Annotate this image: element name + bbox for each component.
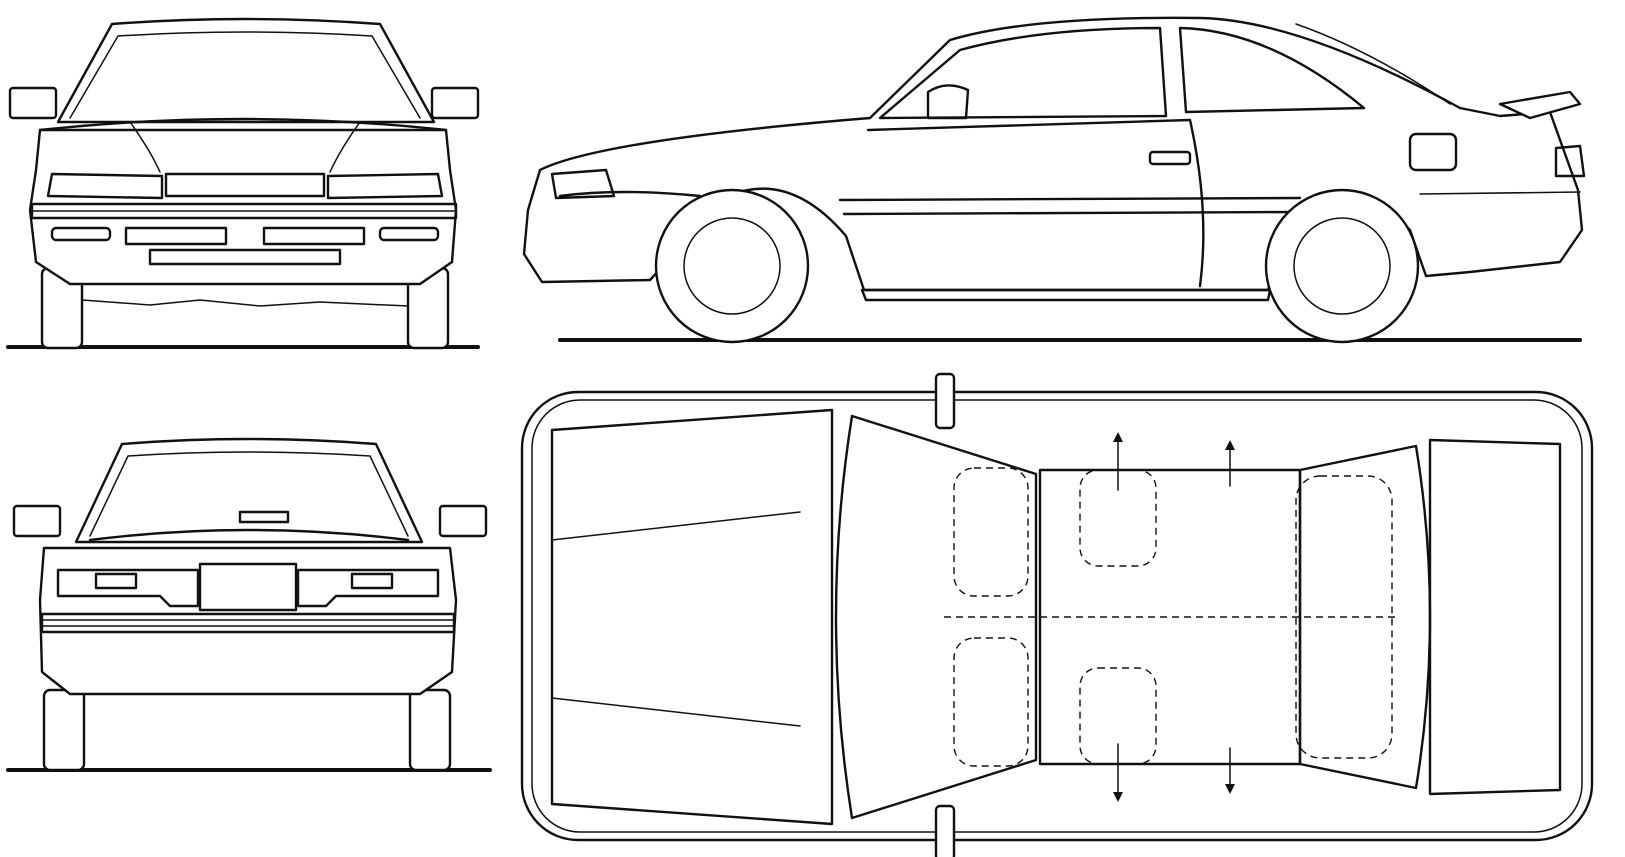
rear-right-wheel (408, 688, 452, 772)
side-body-stripe-1 (838, 196, 1302, 202)
front-lower-intake (148, 248, 342, 266)
rear-view (6, 437, 492, 772)
top-front-left-seat (953, 467, 1029, 597)
side-front-rim (683, 217, 781, 315)
top-view (520, 372, 1594, 857)
top-bonnet-creases (551, 511, 801, 727)
rear-left-light-lens (94, 572, 138, 590)
rear-left-tail-light (56, 568, 200, 608)
front-left-headlight (46, 172, 164, 200)
top-body-inner (531, 399, 1583, 833)
rear-spoiler-brake-light (238, 510, 290, 524)
rear-right-mirror (438, 504, 488, 538)
front-grille (164, 172, 326, 198)
side-sill (860, 288, 1272, 302)
side-fuel-flap (1408, 132, 1458, 172)
rear-left-wheel (42, 688, 86, 772)
side-view (522, 16, 1586, 344)
top-seat-back-right (1079, 667, 1157, 765)
top-front-right-seat (953, 637, 1029, 767)
side-c-pillar-line (1295, 23, 1451, 105)
side-rear-window (1178, 26, 1366, 114)
top-arrow-head-1 (1113, 432, 1123, 442)
top-body-outline (520, 390, 1594, 842)
side-front-window (878, 26, 1168, 120)
front-hood-creases (129, 121, 361, 173)
front-windshield (56, 17, 436, 124)
front-hood-edge (38, 117, 448, 132)
side-rear-stripe (1419, 191, 1581, 195)
side-rear-tire (1264, 188, 1420, 344)
top-arrow-head-3 (1113, 792, 1123, 802)
top-left-mirror (934, 372, 956, 430)
front-left-fog-light (50, 226, 112, 242)
rear-window-inner (89, 451, 409, 537)
top-arrow-head-2 (1225, 440, 1235, 450)
rear-deck-edge (88, 528, 410, 542)
side-tail-light (1554, 144, 1586, 178)
top-rear-bench (1295, 475, 1393, 759)
rear-right-tail-light (296, 568, 440, 608)
side-rear-spoiler (1498, 90, 1582, 120)
front-right-headlight (326, 172, 444, 200)
top-trunk (1428, 438, 1562, 796)
side-mirror (926, 84, 970, 120)
front-right-mirror (430, 86, 480, 120)
front-view (6, 17, 480, 350)
top-right-mirror (934, 804, 956, 857)
rear-left-mirror (12, 504, 62, 538)
side-rear-rim (1293, 217, 1391, 315)
side-headlight (550, 168, 616, 200)
side-body (522, 16, 1584, 292)
top-windshield (834, 414, 1038, 820)
side-door-outline (866, 118, 1205, 288)
front-underbody (81, 299, 409, 307)
rear-bumper (40, 612, 456, 634)
side-door-handle (1148, 150, 1192, 166)
front-body (28, 128, 458, 286)
front-intake-right (262, 226, 366, 246)
side-front-stripe (558, 190, 702, 198)
rear-right-light-lens (350, 572, 394, 590)
side-front-tire (654, 188, 810, 344)
top-bonnet (550, 408, 834, 826)
top-seat-back-left (1079, 469, 1157, 567)
rear-window (74, 437, 424, 544)
side-body-stripe-2 (842, 210, 1298, 216)
front-intake-left (124, 226, 228, 246)
front-left-mirror (8, 86, 58, 120)
rear-license-plate (198, 562, 298, 612)
front-right-fog-light (378, 226, 440, 242)
top-arrow-head-4 (1225, 784, 1235, 794)
front-windshield-inner (69, 31, 421, 119)
